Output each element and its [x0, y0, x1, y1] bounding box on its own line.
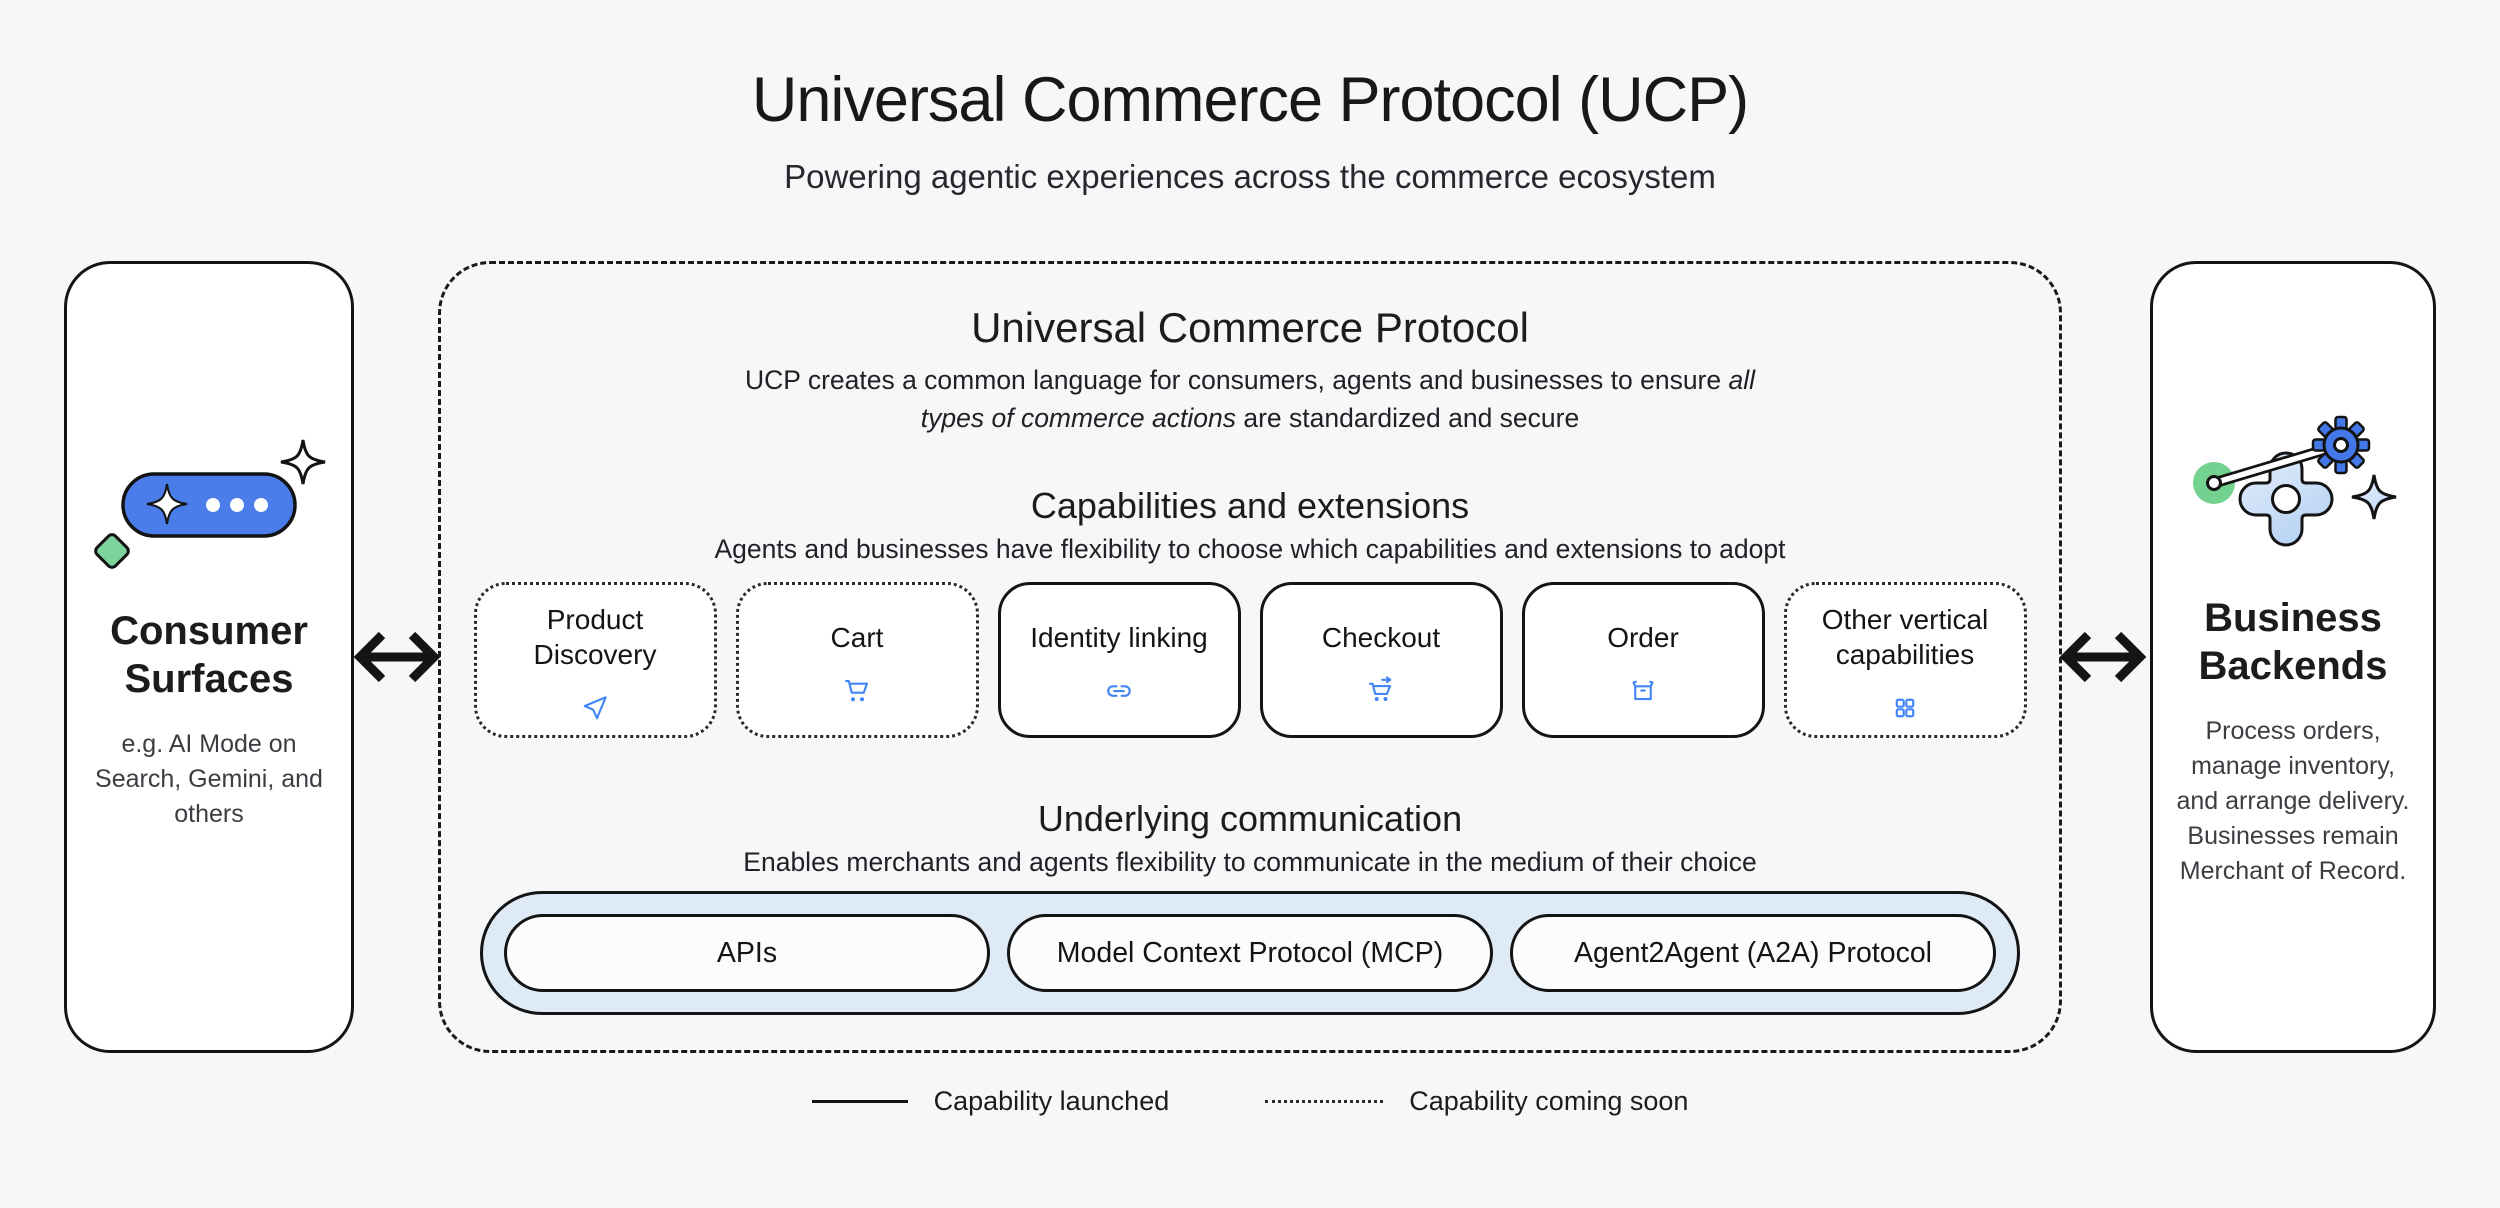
protocol-panel-title: Universal Commerce Protocol [971, 304, 1529, 351]
pill-mcp: Model Context Protocol (MCP) [1007, 914, 1493, 993]
gears-sparkle-icon [2178, 401, 2408, 561]
link-icon [1104, 675, 1134, 707]
pill-a2a: Agent2Agent (A2A) Protocol [1510, 914, 1996, 993]
legend-coming-soon-label: Capability coming soon [1409, 1086, 1689, 1116]
protocol-panel: Universal Commerce Protocol UCP creates … [438, 261, 2062, 1053]
capability-card-product-discovery: Product Discovery [473, 582, 717, 739]
capability-cards-row: Product Discovery Cart [441, 582, 2059, 739]
dotted-line-icon [1265, 1100, 1384, 1103]
legend: Capability launched Capability coming so… [0, 1086, 2500, 1117]
communication-bar: APIs Model Context Protocol (MCP) Agent2… [480, 891, 2020, 1016]
consumer-panel-title: Consumer Surfaces [110, 609, 308, 701]
capability-card-checkout: Checkout [1259, 582, 1503, 739]
business-panel-title: Business Backends [2198, 596, 2388, 688]
business-backends-panel: Business Backends Process orders, manage… [2150, 261, 2436, 1053]
double-arrow-icon [352, 626, 442, 688]
page-title: Universal Commerce Protocol (UCP) [751, 65, 1749, 135]
communication-section-title: Underlying communication [1037, 798, 1463, 840]
header: Universal Commerce Protocol (UCP) Poweri… [0, 64, 2500, 196]
legend-launched-label: Capability launched [933, 1086, 1170, 1116]
capability-card-other-vertical: Other vertical capabilities [1783, 582, 2027, 739]
capability-card-cart: Cart [735, 582, 979, 739]
capabilities-section-title: Capabilities and extensions [1030, 485, 1470, 527]
consumer-panel-description: e.g. AI Mode on Search, Gemini, and othe… [95, 729, 323, 828]
capability-card-order: Order [1521, 582, 1765, 739]
chat-sparkle-icon [89, 434, 329, 574]
legend-item-launched: Capability launched [811, 1086, 1170, 1117]
legend-item-coming-soon: Capability coming soon [1265, 1086, 1688, 1117]
grid-icon [1892, 692, 1918, 724]
send-icon [580, 692, 610, 724]
solid-line-icon [811, 1100, 908, 1103]
double-arrow-icon [2058, 626, 2148, 688]
page-subtitle: Powering agentic experiences across the … [784, 158, 1716, 195]
capability-card-identity-linking: Identity linking [997, 582, 1241, 739]
pill-apis: APIs [504, 914, 990, 993]
consumer-surfaces-panel: Consumer Surfaces e.g. AI Mode on Search… [64, 261, 354, 1053]
business-panel-description: Process orders, manage inventory, and ar… [2176, 716, 2410, 885]
protocol-panel-description: UCP creates a common language for consum… [744, 365, 1756, 433]
capabilities-section-subtitle: Agents and businesses have flexibility t… [714, 534, 1786, 565]
communication-section-subtitle: Enables merchants and agents flexibility… [743, 847, 1757, 878]
cart-checkout-icon [1366, 675, 1396, 707]
order-box-icon [1628, 675, 1658, 707]
cart-icon [842, 675, 872, 707]
